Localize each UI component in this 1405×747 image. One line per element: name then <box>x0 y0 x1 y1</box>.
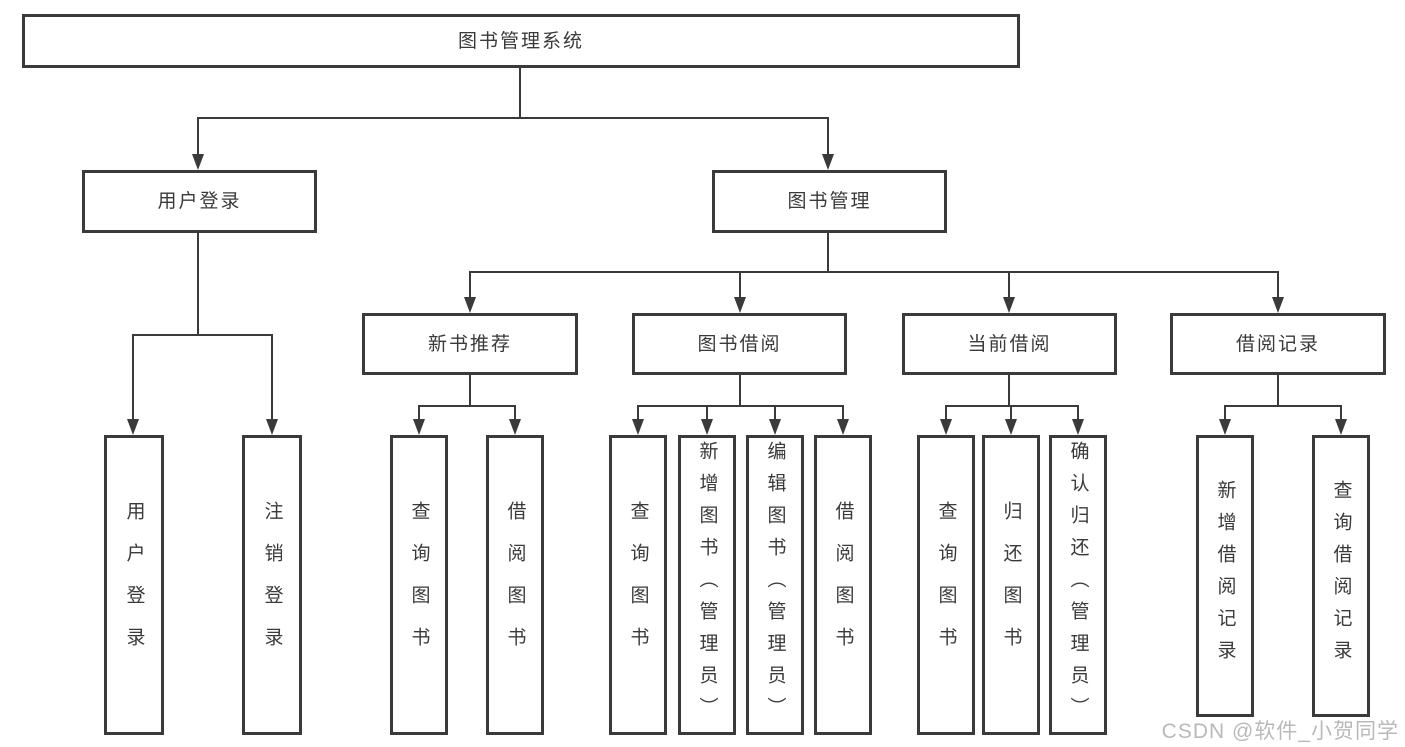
arrow-down-icon <box>1003 297 1015 313</box>
arrow-down-icon <box>1272 297 1284 313</box>
arrow-down-icon <box>822 154 834 170</box>
connector-line <box>1277 375 1279 406</box>
arrow-down-icon <box>1335 419 1347 435</box>
leaf-confirm-return-admin: 确认归还（管理员） <box>1049 435 1107 735</box>
connector-line <box>271 334 273 431</box>
leaf-borrow-books: 借阅图书 <box>814 435 872 735</box>
node-book-management: 图书管理 <box>712 170 947 233</box>
node-user-login: 用户登录 <box>82 170 317 233</box>
arrow-down-icon <box>837 419 849 435</box>
connector-line <box>637 405 844 407</box>
connector-line <box>945 405 1079 407</box>
leaf-borrow-books-recommend: 借阅图书 <box>486 435 544 735</box>
node-library-system: 图书管理系统 <box>22 14 1020 68</box>
connector-line <box>1340 405 1342 432</box>
connector-line <box>519 68 521 118</box>
arrow-down-icon <box>127 419 139 435</box>
arrow-down-icon <box>769 419 781 435</box>
connector-line <box>418 405 516 407</box>
connector-line <box>739 271 741 310</box>
connector-line <box>132 334 273 336</box>
connector-line <box>1010 405 1012 432</box>
arrow-down-icon <box>1219 419 1231 435</box>
connector-line <box>842 405 844 432</box>
connector-line <box>1277 271 1279 310</box>
arrow-down-icon <box>632 419 644 435</box>
connector-line <box>132 334 134 431</box>
leaf-query-books-current: 查询图书 <box>917 435 975 735</box>
csdn-watermark: CSDN @软件_小贺同学 <box>1161 720 1399 743</box>
leaf-query-books-borrowing: 查询图书 <box>609 435 667 735</box>
connector-line <box>514 405 516 432</box>
connector-line <box>418 405 420 432</box>
arrow-down-icon <box>192 154 204 170</box>
arrow-down-icon <box>509 419 521 435</box>
node-current-borrowing: 当前借阅 <box>902 313 1117 375</box>
connector-line <box>774 405 776 432</box>
connector-line <box>827 117 829 167</box>
connector-line <box>1224 405 1342 407</box>
node-borrowing-records: 借阅记录 <box>1170 313 1386 375</box>
leaf-user-login: 用户登录 <box>104 435 164 735</box>
leaf-add-borrow-record: 新增借阅记录 <box>1196 435 1254 717</box>
connector-line <box>197 233 199 335</box>
connector-line <box>945 405 947 432</box>
arrow-down-icon <box>413 419 425 435</box>
connector-line <box>469 271 471 310</box>
node-new-book-recommend: 新书推荐 <box>362 313 578 375</box>
connector-line <box>1224 405 1226 432</box>
connector-line <box>469 271 1279 273</box>
arrow-down-icon <box>1072 419 1084 435</box>
leaf-edit-book-admin: 编辑图书（管理员） <box>746 435 804 735</box>
leaf-query-borrow-record: 查询借阅记录 <box>1312 435 1370 717</box>
connector-line <box>469 375 471 406</box>
node-book-borrowing: 图书借阅 <box>632 313 847 375</box>
connector-line <box>1008 271 1010 310</box>
connector-line <box>827 233 829 273</box>
connector-line <box>739 375 741 406</box>
connector-line <box>1008 375 1010 406</box>
connector-line <box>706 405 708 432</box>
arrow-down-icon <box>701 419 713 435</box>
connector-line <box>197 117 199 167</box>
arrow-down-icon <box>1005 419 1017 435</box>
leaf-return-books: 归还图书 <box>982 435 1040 735</box>
leaf-logout: 注销登录 <box>242 435 302 735</box>
arrow-down-icon <box>940 419 952 435</box>
connector-line <box>637 405 639 432</box>
arrow-down-icon <box>266 419 278 435</box>
leaf-add-book-admin: 新增图书（管理员） <box>678 435 736 735</box>
connector-line <box>1077 405 1079 432</box>
arrow-down-icon <box>464 297 476 313</box>
leaf-query-books-recommend: 查询图书 <box>390 435 448 735</box>
arrow-down-icon <box>734 297 746 313</box>
connector-line <box>197 117 829 119</box>
